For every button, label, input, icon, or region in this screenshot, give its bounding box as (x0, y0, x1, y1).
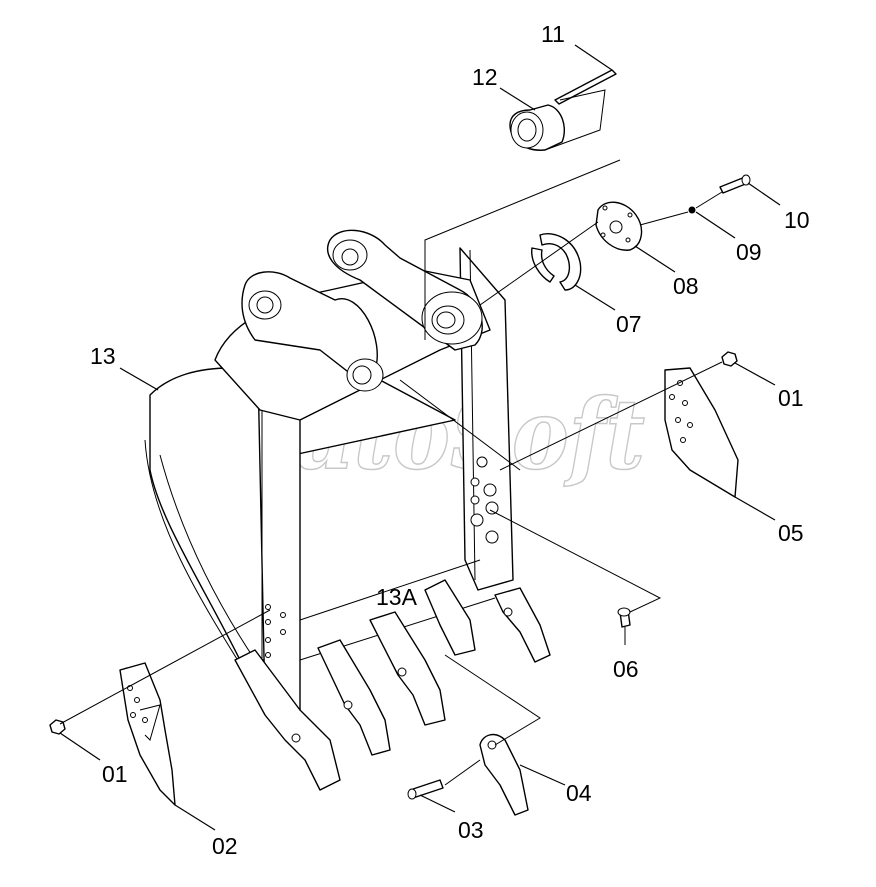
label-13A: 13A (376, 584, 418, 610)
label-03: 03 (458, 817, 484, 843)
part-10-bolt (719, 174, 751, 194)
label-10: 10 (784, 207, 810, 233)
right-side-holes (470, 456, 499, 544)
part-04-tooth (479, 733, 529, 816)
bucket-body (144, 229, 514, 721)
part-12-bushing (509, 104, 566, 151)
label-13: 13 (90, 343, 116, 369)
label-08: 08 (673, 273, 699, 299)
left-side-holes (265, 604, 286, 658)
label-11: 11 (541, 21, 565, 47)
label-01-left: 01 (102, 761, 128, 787)
part-11-pin (554, 69, 617, 105)
leader-lines (59, 44, 781, 831)
part-02-side-cutter (119, 662, 176, 806)
label-09: 09 (736, 239, 762, 265)
part-06-bolt (617, 607, 631, 628)
label-01-right: 01 (778, 385, 804, 411)
part-08-plate (595, 201, 643, 251)
part-03-pin (407, 779, 444, 800)
label-06: 06 (613, 656, 639, 682)
part-07-shim (531, 233, 582, 291)
part-01-nut-right (721, 351, 738, 367)
label-04: 04 (566, 780, 592, 806)
bucket-teeth (234, 579, 551, 791)
label-07: 07 (616, 311, 642, 337)
label-12: 12 (472, 64, 498, 90)
part-09-washer (688, 206, 696, 214)
label-05: 05 (778, 520, 804, 546)
part-05-side-cutter (664, 367, 739, 498)
part-labels: 11 12 10 09 08 07 13 01 05 13A 06 01 04 … (90, 21, 810, 859)
label-02: 02 (212, 833, 238, 859)
